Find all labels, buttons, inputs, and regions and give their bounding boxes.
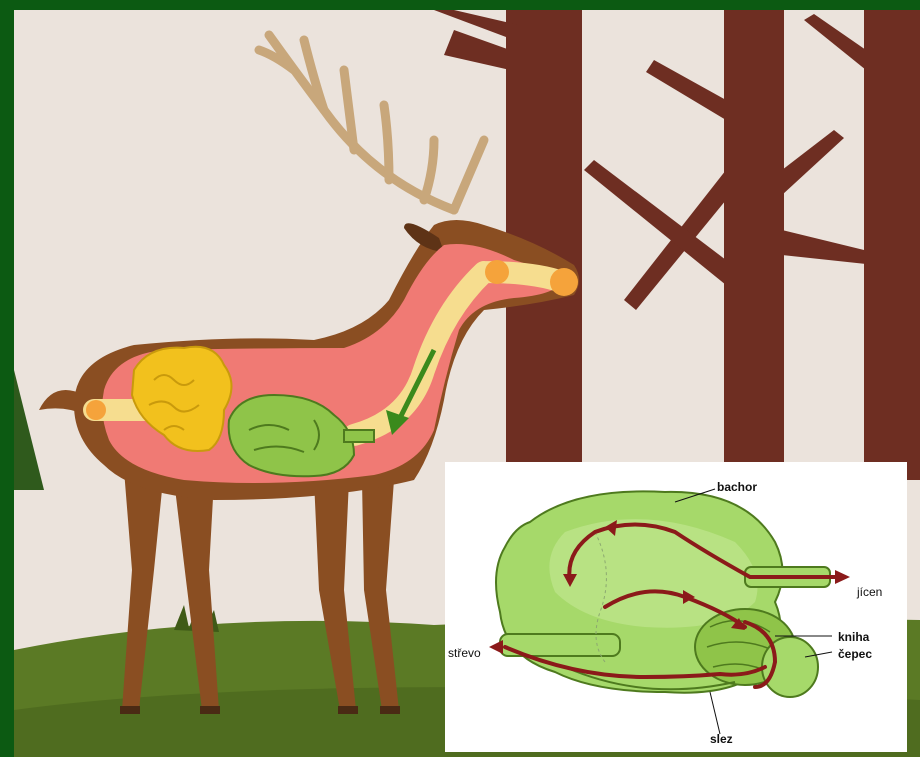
label-jicen: jícen xyxy=(857,585,882,599)
label-slez: slez xyxy=(710,732,733,746)
stomach-diagram-inset: bachor jícen kniha čepec střevo slez xyxy=(445,462,907,752)
antlers xyxy=(259,35,484,210)
stomach-connector xyxy=(344,430,374,442)
label-kniha: kniha xyxy=(838,630,869,644)
evergreen-tree xyxy=(14,370,44,490)
tree-branch xyxy=(804,14,866,70)
deer-mouth xyxy=(485,260,509,284)
tree-trunk-3 xyxy=(864,10,920,480)
deer-tail xyxy=(39,390,86,415)
tree-branch xyxy=(782,130,844,195)
tree-branch xyxy=(646,60,726,120)
label-strevo: střevo xyxy=(448,646,481,660)
tree-branch xyxy=(782,230,866,264)
tree-branch xyxy=(444,30,510,70)
label-cepec: čepec xyxy=(838,647,872,661)
deer-rear-opening xyxy=(86,400,106,420)
stomach-diagram xyxy=(445,462,907,752)
tree-trunk-2 xyxy=(724,10,784,480)
label-bachor: bachor xyxy=(717,480,757,494)
deer-nose xyxy=(550,268,578,296)
